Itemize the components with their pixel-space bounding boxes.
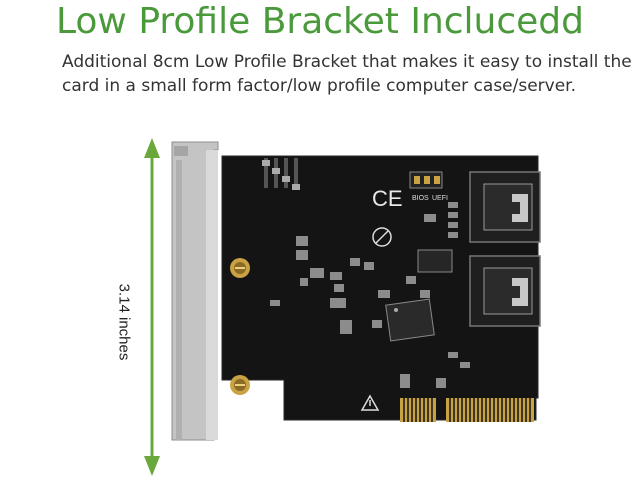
gold-contacts <box>400 398 534 422</box>
controller-chip <box>385 298 435 342</box>
esd-warning-icon <box>360 394 380 411</box>
bios-uefi-jumper: BIOS UEFI <box>409 171 448 202</box>
description-line-2: card in a small form factor/low profile … <box>62 76 577 96</box>
sata-port-icon <box>469 171 541 243</box>
pcie-card: CE BIOS UEFI <box>221 155 541 422</box>
led-array <box>262 158 300 190</box>
low-profile-bracket <box>171 141 219 441</box>
jumper-label-bios: BIOS <box>412 195 429 202</box>
jumper-label-uefi: UEFI <box>432 195 448 202</box>
passive-components <box>270 202 470 388</box>
ce-mark-icon: CE <box>372 186 403 211</box>
eeprom-chip <box>417 249 453 273</box>
mounting-screw-bottom <box>230 375 250 395</box>
pb-free-icon <box>372 227 392 247</box>
sata-port-icon <box>469 255 541 327</box>
description-line-1: Additional 8cm Low Profile Bracket that … <box>62 52 632 72</box>
mounting-screw-top <box>230 258 250 278</box>
description: Additional 8cm Low Profile Bracket that … <box>62 50 632 98</box>
page-title: Low Profile Bracket Inclucedd <box>55 1 585 42</box>
